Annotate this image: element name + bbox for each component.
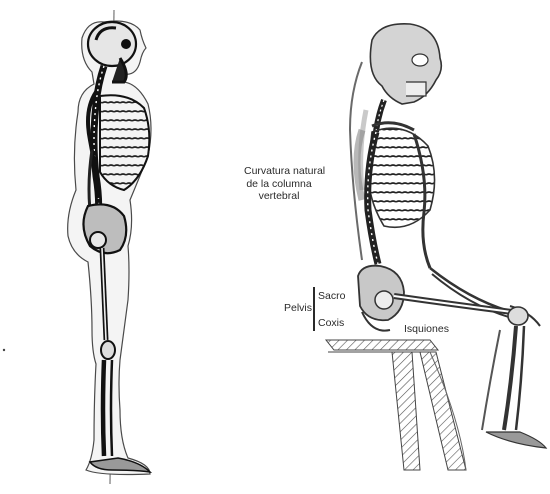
pelvis-label: Pelvis [284,302,312,315]
standing-skeleton [68,10,151,484]
coxis-label: Coxis [318,317,344,330]
seated-skeleton [326,24,546,470]
curvature-line-3: vertebral [244,190,314,203]
pelvis-bracket [313,287,315,331]
seat-legs [392,352,420,470]
rib-cage [100,95,149,190]
sacro-label: Sacro [318,290,345,303]
seated-foot [486,432,546,448]
curvature-line-1: Curvatura natural [244,165,314,178]
isquiones-label: Isquiones [404,323,449,336]
seat-top [326,340,438,350]
pelvis [83,204,126,253]
seated-skull [370,24,441,104]
curvature-label: Curvatura natural de la columna vertebra… [244,165,314,203]
curvature-line-2: de la columna [244,178,314,191]
